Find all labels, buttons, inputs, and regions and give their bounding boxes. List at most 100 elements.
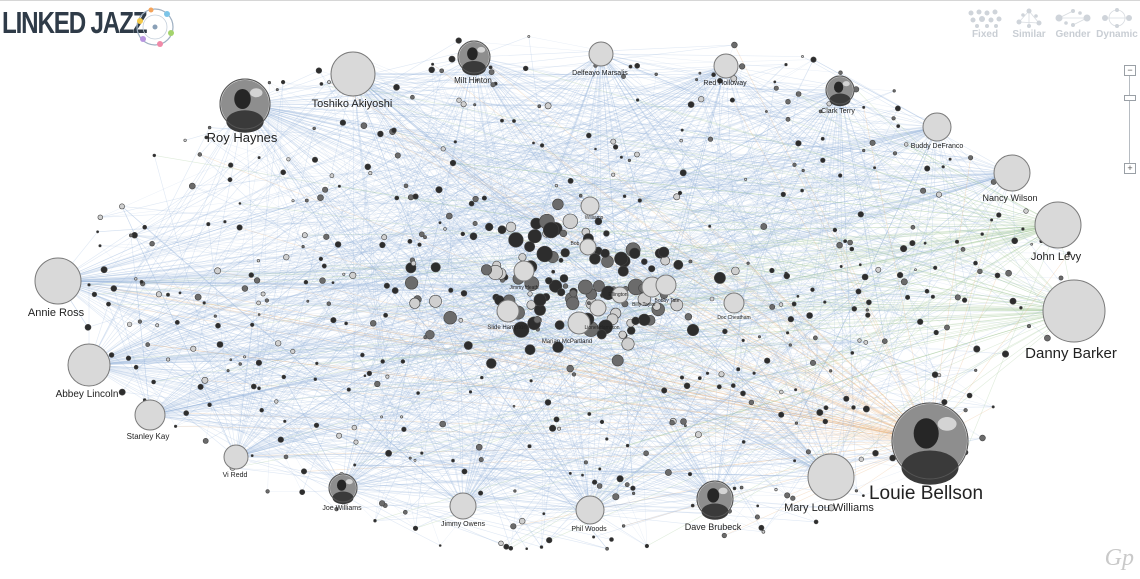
minor-node[interactable]: [347, 388, 350, 391]
minor-node[interactable]: [753, 372, 756, 375]
minor-node[interactable]: [821, 137, 824, 140]
minor-node[interactable]: [789, 344, 792, 347]
minor-node[interactable]: [127, 322, 132, 327]
minor-node[interactable]: [381, 416, 383, 418]
minor-node[interactable]: [785, 493, 790, 498]
minor-node[interactable]: [717, 385, 721, 389]
minor-node[interactable]: [584, 461, 587, 464]
minor-node[interactable]: [543, 513, 545, 515]
minor-node[interactable]: [807, 313, 813, 319]
minor-node[interactable]: [150, 241, 155, 246]
node-jimmy-owens[interactable]: [450, 493, 476, 519]
minor-node[interactable]: [320, 278, 326, 284]
minor-node[interactable]: [258, 387, 261, 390]
minor-node[interactable]: [384, 283, 389, 288]
minor-node[interactable]: [429, 67, 435, 73]
minor-node[interactable]: [931, 295, 934, 298]
minor-node[interactable]: [863, 406, 869, 412]
minor-node[interactable]: [625, 483, 629, 487]
node-circle[interactable]: [450, 493, 476, 519]
minor-node[interactable]: [741, 391, 746, 396]
minor-node[interactable]: [900, 245, 906, 251]
minor-node[interactable]: [350, 272, 356, 278]
minor-node[interactable]: [911, 225, 915, 229]
minor-node[interactable]: [572, 373, 576, 377]
minor-node[interactable]: [905, 295, 909, 299]
minor-node[interactable]: [152, 380, 156, 384]
minor-node[interactable]: [313, 127, 316, 130]
minor-node[interactable]: [284, 455, 288, 459]
minor-node[interactable]: [560, 230, 567, 237]
minor-node[interactable]: [439, 222, 441, 224]
minor-node[interactable]: [101, 267, 107, 273]
minor-node[interactable]: [590, 253, 601, 264]
minor-node[interactable]: [314, 378, 317, 381]
minor-node[interactable]: [802, 169, 805, 172]
minor-node[interactable]: [610, 538, 614, 542]
minor-node[interactable]: [848, 240, 853, 245]
node-roy-haynes[interactable]: [220, 79, 270, 133]
node-circle[interactable]: [581, 197, 599, 215]
minor-node[interactable]: [722, 533, 727, 538]
minor-node[interactable]: [469, 201, 474, 206]
minor-node[interactable]: [858, 212, 864, 218]
minor-node[interactable]: [239, 202, 241, 204]
minor-node[interactable]: [361, 353, 365, 357]
minor-node[interactable]: [320, 82, 323, 85]
minor-node[interactable]: [636, 99, 639, 102]
minor-node[interactable]: [568, 178, 573, 183]
minor-node[interactable]: [461, 102, 466, 107]
minor-node[interactable]: [361, 123, 367, 129]
minor-node[interactable]: [934, 330, 939, 335]
minor-node[interactable]: [714, 272, 725, 283]
minor-node[interactable]: [352, 425, 357, 430]
minor-node[interactable]: [570, 290, 577, 297]
minor-node[interactable]: [413, 194, 418, 199]
minor-node[interactable]: [486, 359, 496, 369]
minor-node[interactable]: [606, 547, 609, 550]
minor-node[interactable]: [688, 472, 691, 475]
minor-node[interactable]: [146, 343, 150, 347]
node-circle[interactable]: [1035, 202, 1081, 248]
minor-node[interactable]: [706, 372, 709, 375]
minor-node[interactable]: [469, 391, 472, 394]
minor-node[interactable]: [981, 233, 984, 236]
minor-node[interactable]: [184, 139, 187, 142]
minor-node[interactable]: [833, 228, 837, 232]
minor-node[interactable]: [134, 365, 138, 369]
minor-node[interactable]: [662, 388, 667, 393]
minor-node[interactable]: [859, 264, 861, 266]
minor-node[interactable]: [452, 459, 455, 462]
minor-node[interactable]: [567, 365, 574, 372]
minor-node[interactable]: [275, 341, 281, 347]
minor-node[interactable]: [278, 437, 284, 443]
minor-node[interactable]: [792, 302, 796, 306]
minor-node[interactable]: [612, 173, 615, 176]
minor-node[interactable]: [444, 311, 457, 324]
minor-node[interactable]: [968, 156, 972, 160]
node-louie-bellson[interactable]: [892, 403, 968, 485]
minor-node[interactable]: [839, 71, 843, 75]
minor-node[interactable]: [304, 280, 308, 284]
minor-node[interactable]: [779, 390, 783, 394]
minor-node[interactable]: [674, 194, 680, 200]
minor-node[interactable]: [601, 249, 610, 258]
minor-node[interactable]: [737, 368, 740, 371]
minor-node[interactable]: [381, 360, 385, 364]
minor-node[interactable]: [481, 265, 491, 275]
minor-node[interactable]: [370, 320, 376, 326]
minor-node[interactable]: [793, 163, 797, 167]
minor-node[interactable]: [659, 247, 669, 257]
minor-node[interactable]: [450, 160, 456, 166]
mode-gender-button[interactable]: Gender: [1052, 7, 1094, 40]
minor-node[interactable]: [485, 223, 493, 231]
minor-node[interactable]: [284, 420, 287, 423]
minor-node[interactable]: [813, 336, 817, 340]
minor-node[interactable]: [811, 57, 816, 62]
minor-node[interactable]: [893, 90, 896, 93]
minor-node[interactable]: [444, 228, 447, 231]
minor-node[interactable]: [838, 174, 842, 178]
minor-node[interactable]: [680, 139, 683, 142]
minor-node[interactable]: [997, 213, 1002, 218]
minor-node[interactable]: [866, 313, 871, 318]
